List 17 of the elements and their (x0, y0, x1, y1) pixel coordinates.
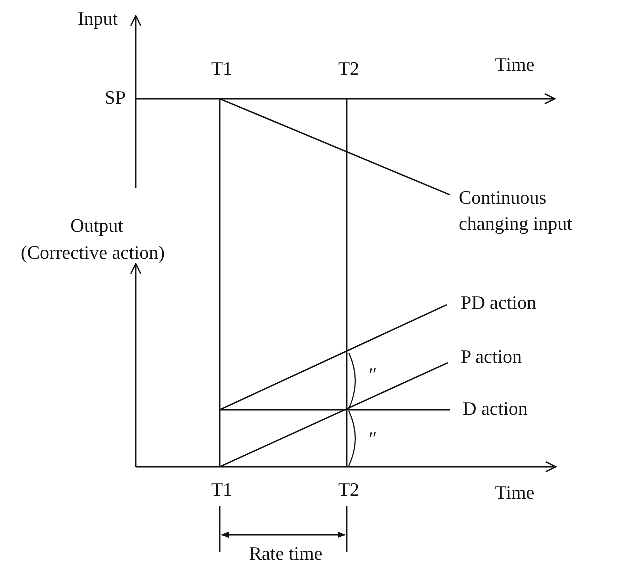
axis-title: Input (78, 8, 118, 32)
axis-title: Output (70, 215, 124, 239)
equal-mark: ″ (368, 364, 376, 388)
curve-label: P action (461, 346, 522, 370)
curve-label: Continuous changing input (459, 187, 574, 237)
time-marker-label: T2 (338, 58, 360, 82)
curve-label: PD action (461, 292, 536, 316)
axis-title: Time (495, 54, 535, 78)
setpoint-label: SP (104, 87, 126, 111)
axis-title: Time (495, 482, 535, 506)
time-marker-label: T2 (338, 479, 360, 503)
time-marker-label: T1 (211, 479, 233, 503)
equal-mark: ″ (368, 428, 376, 452)
axis-title: (Corrective action) (21, 242, 165, 266)
curve-label: D action (463, 398, 528, 422)
time-marker-label: T1 (211, 58, 233, 82)
dimension-label: Rate time (249, 543, 323, 567)
